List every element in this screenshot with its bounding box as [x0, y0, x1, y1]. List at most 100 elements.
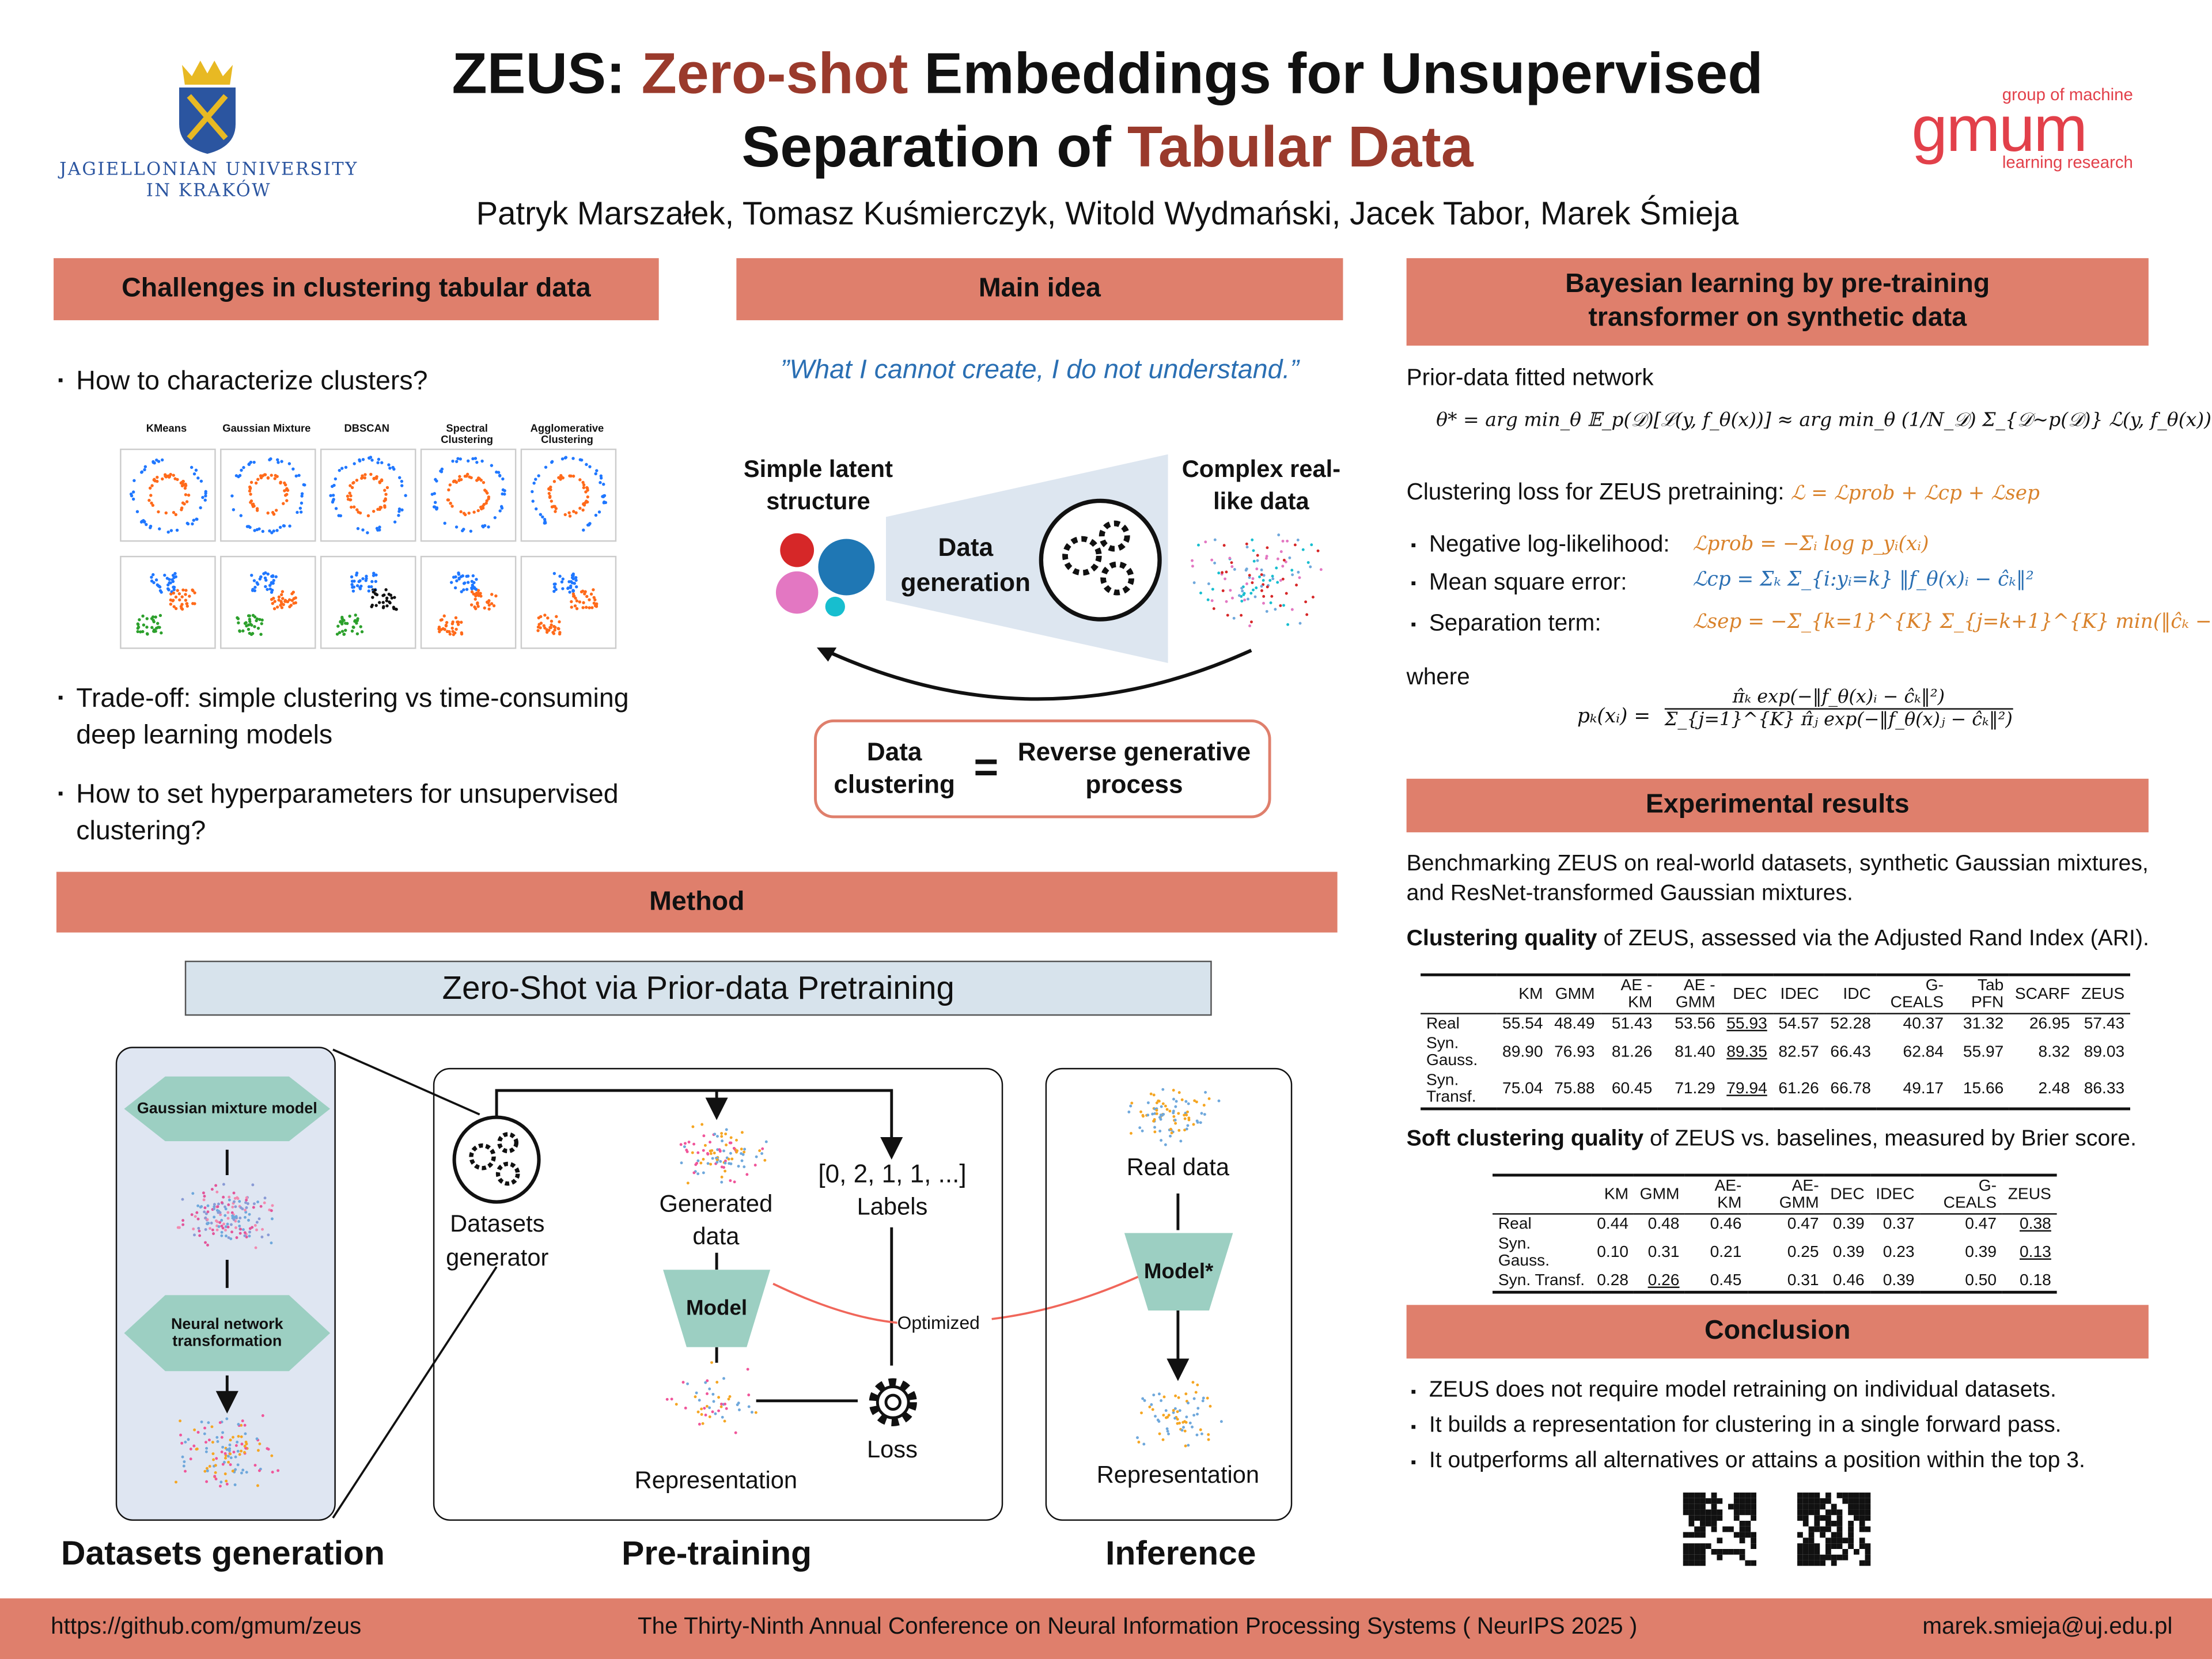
scatter-point — [1310, 543, 1313, 547]
scatter-point — [698, 1399, 701, 1402]
table-cell: 52.28 — [1830, 1016, 1871, 1033]
scatter-point — [1158, 1392, 1161, 1396]
scatter-point — [1185, 1127, 1188, 1131]
scatter-point — [1179, 1139, 1183, 1143]
scatter-point — [252, 1202, 256, 1206]
scatter-point — [211, 1441, 214, 1444]
scatter-point — [1286, 623, 1290, 626]
scatter-point — [679, 1143, 683, 1146]
scatter-point — [710, 1149, 714, 1152]
scatter-point — [228, 1447, 232, 1450]
scatter-point — [1164, 1143, 1167, 1146]
scatter-point — [1276, 557, 1279, 560]
scatter-point — [1185, 1415, 1188, 1419]
cluster-plot — [420, 555, 517, 649]
table-cell: 0.31 — [1787, 1272, 1819, 1290]
method-heading: Method — [56, 872, 1338, 933]
scatter-point — [1186, 1110, 1190, 1113]
scatter-point — [222, 1222, 225, 1226]
scatter-point — [1167, 1432, 1170, 1435]
scatter-point — [276, 1469, 280, 1472]
university-line1: JAGIELLONIAN UNIVERSITY — [59, 158, 358, 180]
scatter-point — [238, 1453, 241, 1456]
representation-scatter — [665, 1361, 757, 1434]
mse-eq: ℒcp = Σₖ Σ_{i:yᵢ=k} ‖f_θ(x)ᵢ − ĉₖ‖² — [1692, 568, 2034, 592]
column-header: AE-KM — [1714, 1177, 1742, 1212]
scatter-point — [727, 1157, 730, 1161]
table-cell: Syn. Gauss. — [1426, 1035, 1478, 1070]
scatter-point — [1293, 543, 1297, 547]
scatter-point — [725, 1407, 728, 1410]
table-cell: 40.37 — [1903, 1016, 1944, 1033]
scatter-point — [225, 1448, 229, 1451]
table-cell: 75.88 — [1554, 1080, 1595, 1098]
simple-latent-label: Simple latent structure — [743, 456, 893, 515]
qr-code-github[interactable] — [1683, 1493, 1757, 1566]
scatter-point — [237, 1434, 240, 1438]
scatter-point — [236, 1441, 239, 1444]
scatter-point — [244, 1446, 248, 1450]
complex-data-scatter — [1191, 533, 1323, 627]
university-name: JAGIELLONIAN UNIVERSITY IN KRAKÓW — [56, 158, 361, 200]
scatter-point — [1305, 613, 1309, 616]
scatter-point — [1297, 570, 1300, 574]
table-cell: 0.47 — [1965, 1216, 1997, 1233]
scatter-point — [722, 1377, 725, 1380]
title-part: Separation of — [741, 115, 1127, 180]
scatter-point — [181, 1455, 184, 1459]
scatter-point — [233, 1483, 237, 1487]
scatter-point — [1192, 1123, 1195, 1126]
column-header: DEC — [1733, 986, 1767, 1003]
scatter-point — [253, 1224, 257, 1227]
scatter-point — [1250, 620, 1253, 624]
scatter-point — [1207, 1097, 1211, 1100]
scatter-point — [1202, 1396, 1205, 1400]
scatter-point — [720, 1135, 724, 1138]
scatter-point — [1256, 559, 1259, 562]
column-header: AE-GMM — [1779, 1177, 1819, 1212]
table-cell: Syn. Transf. — [1498, 1272, 1585, 1290]
cluster-plot — [520, 448, 617, 542]
representation2-label: Representation — [1096, 1461, 1260, 1488]
scatter-point — [1210, 599, 1214, 603]
scatter-point — [1156, 1418, 1160, 1422]
scatter-point — [181, 1219, 185, 1222]
scatter-point — [1158, 1130, 1162, 1132]
github-link[interactable]: https://github.com/gmum/zeus — [51, 1613, 362, 1639]
scatter-point — [206, 1204, 210, 1207]
table-cell: 0.39 — [1832, 1216, 1865, 1233]
scatter-point — [692, 1142, 696, 1146]
table-cell: 0.50 — [1965, 1272, 1997, 1290]
scatter-point — [1152, 1393, 1156, 1397]
scatter-point — [1277, 533, 1281, 537]
complex-data-label: Complex real-like data — [1181, 456, 1341, 515]
scatter-point — [226, 1222, 229, 1226]
scatter-point — [1255, 567, 1259, 571]
email-link[interactable]: marek.smieja@uj.edu.pl — [1922, 1613, 2173, 1639]
qr-code-paper[interactable] — [1797, 1493, 1871, 1566]
scatter-point — [183, 1460, 186, 1463]
scatter-point — [1172, 1411, 1175, 1414]
scatter-point — [1196, 1383, 1199, 1387]
scatter-point — [1188, 1421, 1192, 1425]
scatter-point — [1252, 588, 1255, 592]
scatter-point — [730, 1157, 734, 1161]
labels-values: [0, 2, 1, 1, ...] — [818, 1160, 967, 1188]
column-header: IDC — [1843, 986, 1871, 1003]
scatter-point — [1151, 1408, 1154, 1411]
scatter-point — [743, 1165, 746, 1168]
scatter-point — [207, 1438, 211, 1442]
scatter-point — [220, 1230, 224, 1234]
scatter-point — [203, 1195, 206, 1198]
scatter-point — [1187, 1118, 1191, 1122]
column-header: G-CEALS — [1943, 1177, 1997, 1212]
scatter-point — [1161, 1088, 1165, 1091]
scatter-point — [206, 1218, 209, 1221]
column-header: GMM — [1555, 986, 1595, 1003]
scatter-point — [180, 1441, 184, 1445]
conclusion-item: It builds a representation for clusterin… — [1411, 1411, 2062, 1441]
scatter-point — [1204, 1090, 1207, 1094]
scatter-point — [189, 1448, 192, 1450]
scatter-point — [234, 1215, 238, 1218]
